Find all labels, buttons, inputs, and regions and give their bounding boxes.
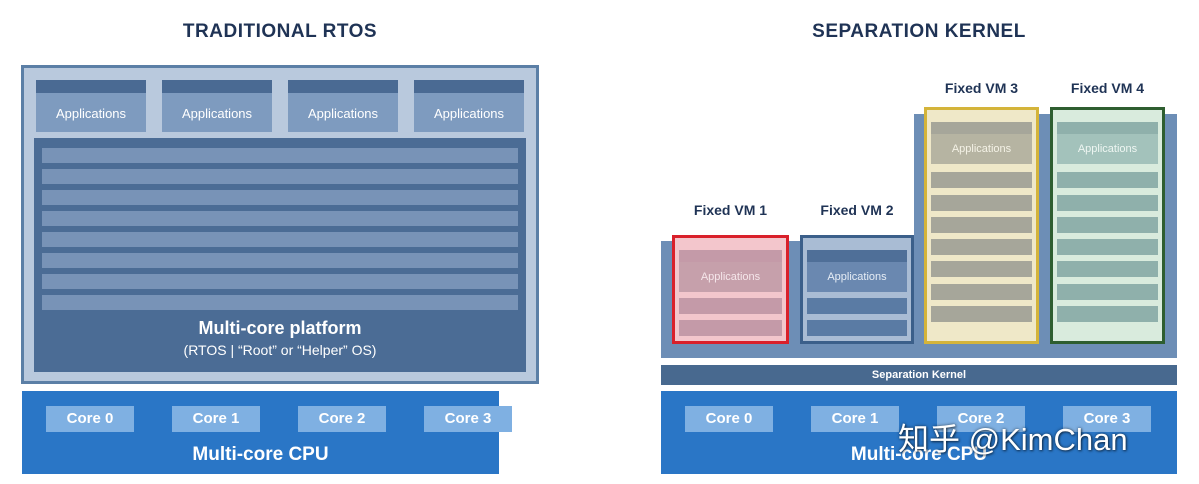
- vm-row: [931, 172, 1032, 188]
- platform-title: Multi-core platform: [198, 318, 362, 338]
- vm-header: [1057, 122, 1158, 134]
- right-cpu: Core 0 Core 1 Core 2 Core 3 Multi-core C…: [661, 391, 1177, 474]
- vm3-box: Applications: [924, 107, 1039, 344]
- app-box-label: Applications: [181, 106, 253, 121]
- vm2-box: Applications: [800, 235, 914, 344]
- left-core-1: Core 1: [172, 406, 260, 432]
- app-box-header: [162, 80, 272, 93]
- vm-row: [1057, 217, 1158, 233]
- watermark: 知乎 @KimChan: [898, 422, 1128, 457]
- vm2-applications: Applications: [807, 262, 907, 292]
- platform-stripe: [42, 148, 518, 163]
- vm-row: [1057, 284, 1158, 300]
- vm-row: [1057, 195, 1158, 211]
- vm1-applications: Applications: [679, 262, 782, 292]
- vm-row: [931, 306, 1032, 322]
- platform-stripe: [42, 169, 518, 184]
- vm-row: [679, 298, 782, 314]
- rtos-app-box-2: Applications: [162, 80, 272, 132]
- platform-subtitle: (RTOS | “Root” or “Helper” OS): [183, 342, 377, 358]
- platform-stripe: [42, 211, 518, 226]
- platform-stripe: [42, 295, 518, 310]
- right-core-0: Core 0: [685, 406, 773, 432]
- rtos-app-box-1: Applications: [36, 80, 146, 132]
- right-core-3: Core 3: [1063, 406, 1151, 432]
- app-box-header: [288, 80, 398, 93]
- platform-stripe: [42, 190, 518, 205]
- vm3-label: Fixed VM 3: [944, 80, 1019, 96]
- vm4-label: Fixed VM 4: [1070, 80, 1145, 96]
- multicore-platform: Multi-core platform (RTOS | “Root” or “H…: [34, 138, 526, 372]
- vm-row: [931, 239, 1032, 255]
- app-box-label: Applications: [307, 106, 379, 121]
- app-box-header: [36, 80, 146, 93]
- vm-row: [931, 195, 1032, 211]
- left-cpu-label: Multi-core CPU: [192, 444, 329, 465]
- vm-row: [807, 298, 907, 314]
- platform-stripe: [42, 274, 518, 289]
- vm-header: [679, 250, 782, 262]
- right-title: SEPARATION KERNEL: [812, 21, 1026, 42]
- left-core-2: Core 2: [298, 406, 386, 432]
- app-box-label: Applications: [433, 106, 505, 121]
- separation-kernel-bar: Separation Kernel: [661, 365, 1177, 385]
- platform-stripe: [42, 232, 518, 247]
- app-box-header: [414, 80, 524, 93]
- app-box-label: Applications: [55, 106, 127, 121]
- vm-row: [931, 261, 1032, 277]
- vm-header: [807, 250, 907, 262]
- left-cpu: Core 0 Core 1 Core 2 Core 3 Multi-core C…: [22, 391, 512, 474]
- vm-row: [1057, 261, 1158, 277]
- vm-row: [1057, 306, 1158, 322]
- vm1-box: Applications: [672, 235, 789, 344]
- platform-stripe: [42, 253, 518, 268]
- vm2-label: Fixed VM 2: [820, 202, 894, 218]
- left-core-0: Core 0: [46, 406, 134, 432]
- right-cpu-label: Multi-core CPU: [850, 444, 988, 465]
- rtos-app-box-3: Applications: [288, 80, 398, 132]
- left-title: TRADITIONAL RTOS: [182, 21, 378, 42]
- vm-header: [931, 122, 1032, 134]
- vm4-applications: Applications: [1057, 134, 1158, 164]
- vm1-label: Fixed VM 1: [693, 202, 768, 218]
- left-core-3: Core 3: [424, 406, 512, 432]
- vm-row: [807, 320, 907, 336]
- rtos-app-box-4: Applications: [414, 80, 524, 132]
- right-core-2: Core 2: [937, 406, 1025, 432]
- vm3-applications: Applications: [931, 134, 1032, 164]
- vm-row: [931, 217, 1032, 233]
- vm4-box: Applications: [1050, 107, 1165, 344]
- vm-row: [1057, 172, 1158, 188]
- vm-row: [1057, 239, 1158, 255]
- right-core-1: Core 1: [811, 406, 899, 432]
- vm-row: [931, 284, 1032, 300]
- vm-row: [679, 320, 782, 336]
